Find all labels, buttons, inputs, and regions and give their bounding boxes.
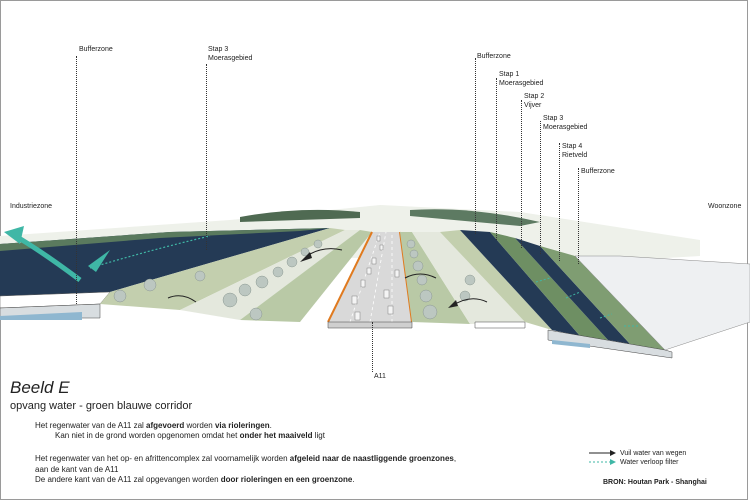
bufferzone-strip	[440, 230, 552, 330]
paragraph-5: De andere kant van de A11 zal opgevangen…	[35, 475, 355, 484]
source-credit: BRON: Houtan Park - Shanghai	[603, 479, 707, 486]
leader-stap1	[496, 78, 497, 240]
label-bufferzone-left: Bufferzone	[79, 46, 113, 53]
reedfield-stap4	[540, 246, 665, 350]
paragraph-3: Het regenwater van het op- en afrittenco…	[35, 454, 457, 463]
wetland-stap1	[460, 230, 580, 336]
far-treeline-left	[240, 209, 360, 222]
tree-row-right	[406, 239, 476, 320]
highway-edge-left	[327, 231, 373, 323]
left-grass-strip	[240, 230, 372, 322]
right-slab	[547, 329, 673, 359]
filter-flow-arrowhead-left	[88, 250, 110, 272]
left-pond-reeds	[0, 228, 330, 251]
leader-a11	[372, 322, 373, 372]
legend-item-dirty-water: Vuil water van wegen	[620, 450, 687, 457]
leader-stap4	[559, 143, 560, 261]
paragraph-4: aan de kant van de A11	[35, 465, 119, 474]
paragraph-2: Kan niet in de grond worden opgenomen om…	[55, 431, 325, 440]
dirty-water-arrow-1	[167, 295, 197, 303]
leader-stap3-left	[206, 64, 207, 250]
left-water-channel	[0, 312, 82, 320]
main-outflow-arrowhead	[4, 226, 24, 244]
label-woonzone: Woonzone	[708, 203, 742, 210]
right-path-base	[474, 321, 526, 329]
label-industriezone: Industriezone	[10, 203, 53, 210]
leader-stap3-right	[540, 121, 541, 254]
pond-stap2	[490, 232, 608, 340]
left-pond	[0, 228, 330, 296]
legend-arrowhead-filter	[610, 459, 616, 465]
cars	[351, 235, 400, 321]
right-water-channel	[552, 340, 590, 348]
leader-bufferzone-far	[578, 168, 579, 264]
page-subtitle: opvang water - groen blauwe corridor	[10, 400, 193, 412]
dirty-water-arrow-2	[309, 248, 343, 255]
legend-arrowhead-dirty	[610, 450, 616, 456]
label-a11: A11	[374, 373, 386, 380]
tree-row-left	[113, 239, 323, 321]
left-green-band	[100, 228, 345, 310]
leader-bufferzone-left	[76, 56, 77, 304]
filter-flow-arrow-left	[89, 235, 211, 269]
leader-bufferzone-right	[475, 58, 476, 234]
highway-base	[327, 321, 413, 329]
legend-item-filter-water: Water verloop filter	[620, 459, 679, 466]
residential-zone	[574, 255, 750, 351]
leader-stap2	[521, 100, 522, 248]
dirty-water-arrow-3	[404, 273, 437, 279]
highway-surface	[328, 232, 412, 322]
label-bufferzone-right: Bufferzone	[477, 53, 511, 60]
paragraph-1: Het regenwater van de A11 zal afgevoerd …	[35, 421, 272, 430]
label-bufferzone-far: Bufferzone	[581, 168, 615, 175]
legend-swatches	[589, 450, 616, 465]
page-title: Beeld E	[10, 378, 70, 397]
